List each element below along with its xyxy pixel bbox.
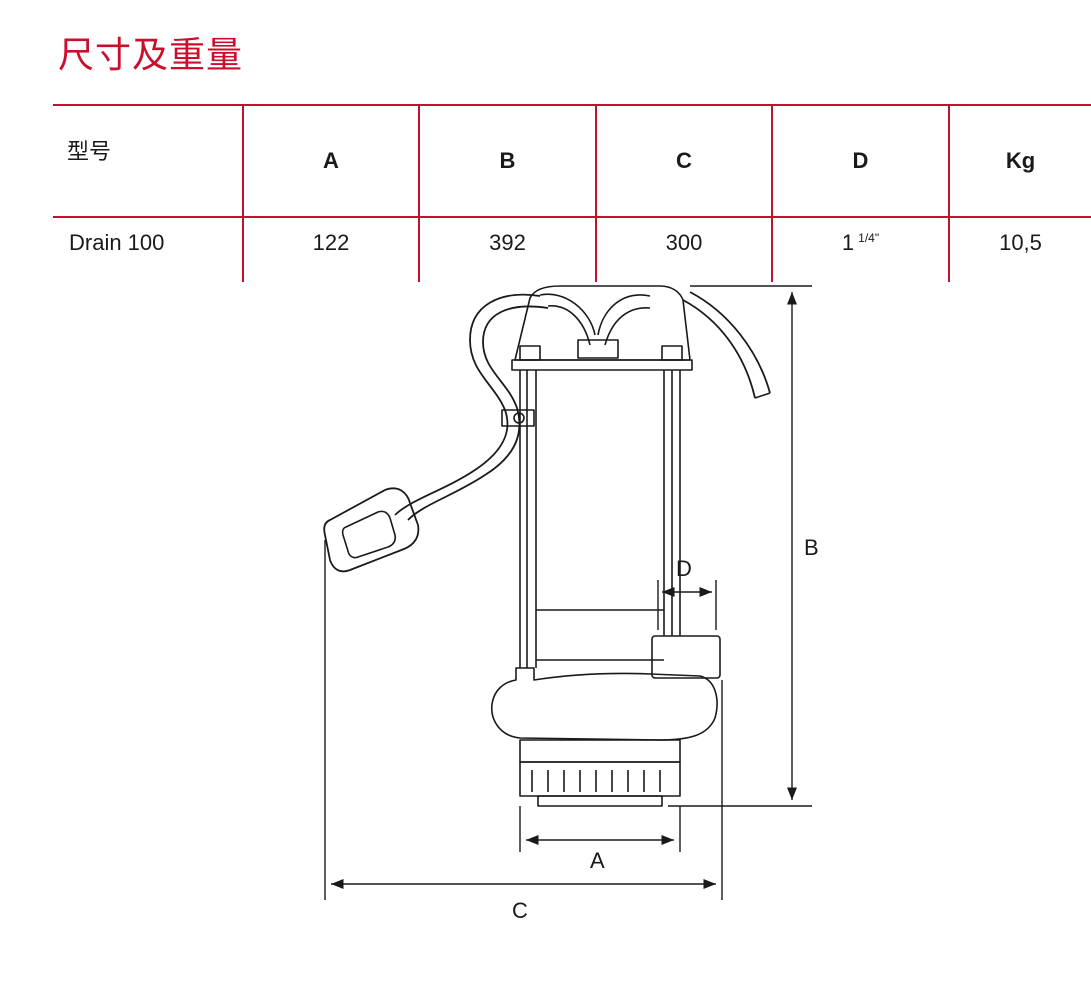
cell-d-fraction: 1/4": [858, 231, 880, 245]
header-model: 型号: [67, 139, 112, 164]
cell-kg: 10,5: [948, 217, 1091, 282]
cell-a: 122: [242, 217, 419, 282]
header-b: B: [418, 105, 596, 217]
cell-d-whole: 1: [841, 230, 855, 255]
cell-b: 392: [418, 217, 596, 282]
dimension-lines: [324, 285, 812, 900]
dimension-label-b: B: [804, 535, 819, 560]
dimension-label-a: A: [590, 848, 605, 873]
pump-outline: [323, 285, 771, 807]
dimension-label-c: C: [512, 898, 528, 923]
header-kg: Kg: [948, 105, 1091, 217]
dimension-label-d: D: [676, 556, 692, 581]
page-title: 尺寸及重量: [58, 35, 244, 76]
table-header-row: 型号 A B C D Kg: [53, 105, 1091, 217]
header-d: D: [771, 105, 949, 217]
header-c: C: [595, 105, 772, 217]
cell-c: 300: [595, 217, 772, 282]
cell-model: Drain 100: [69, 230, 165, 255]
header-a: A: [242, 105, 419, 217]
